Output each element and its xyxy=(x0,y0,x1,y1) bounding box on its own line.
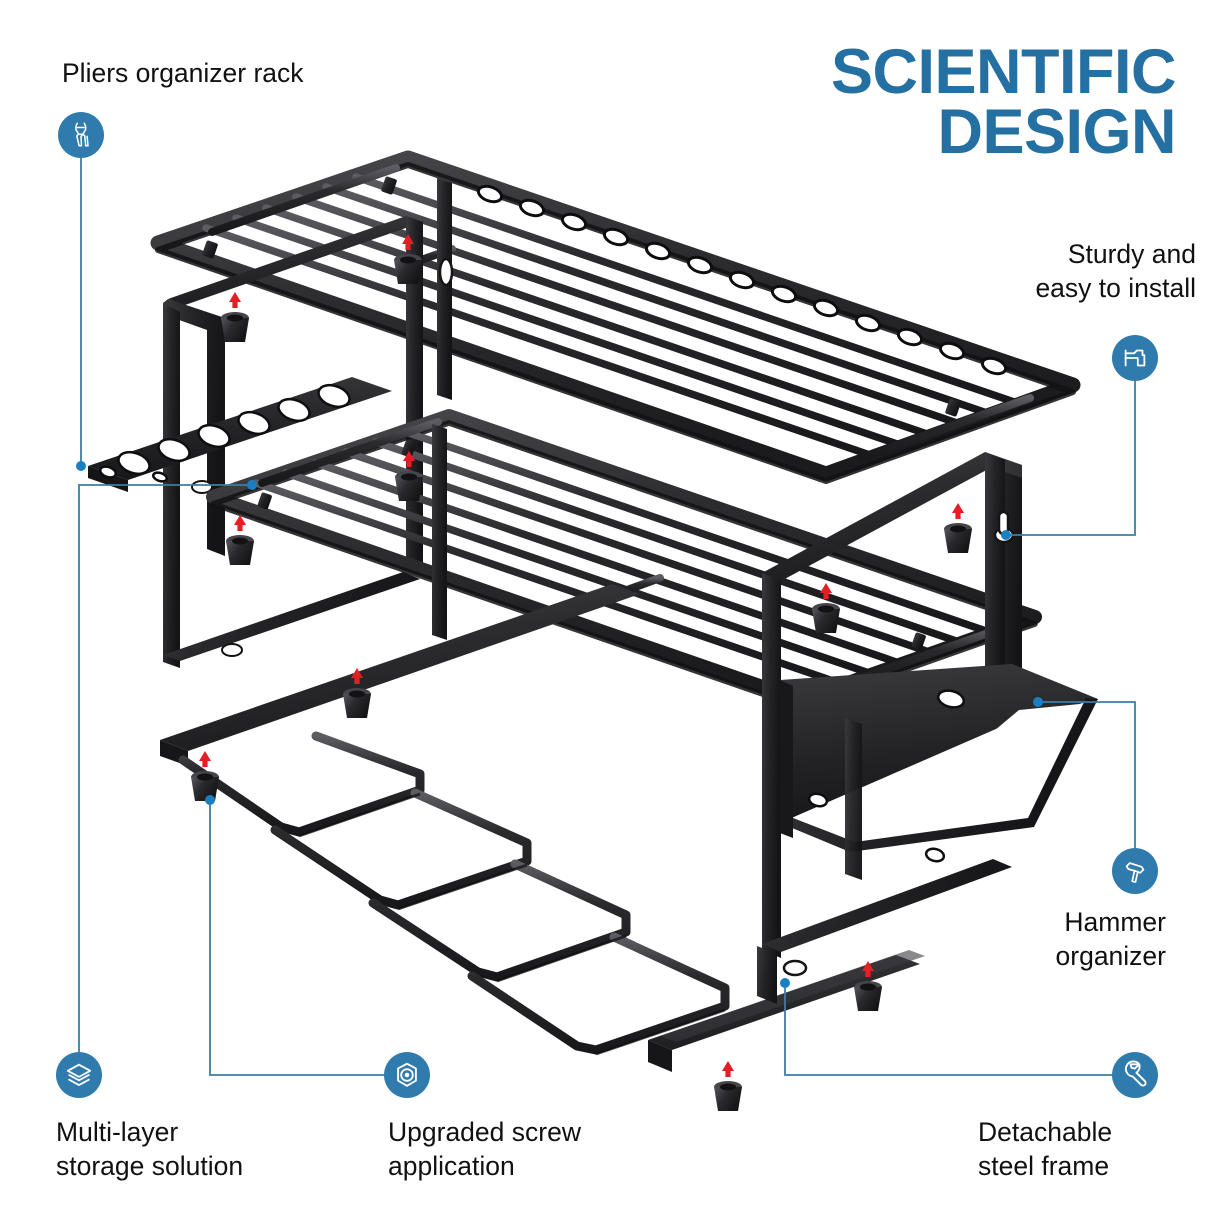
thumb-screw xyxy=(812,583,840,633)
callout-label-pliers: Pliers organizer rack xyxy=(62,58,304,88)
drill-loops xyxy=(178,731,730,1055)
top-shelf xyxy=(150,150,1081,484)
hammer-plate-support xyxy=(845,718,862,880)
red-arrow-icon xyxy=(862,961,874,977)
red-arrow-icon xyxy=(820,583,832,599)
screw-nut-icon xyxy=(384,1052,430,1098)
callout-label-hammer: Hammer organizer xyxy=(1055,907,1166,971)
thumb-screw xyxy=(394,234,422,284)
thumb-screw xyxy=(191,751,219,801)
hammer-organizer-plate xyxy=(780,664,1098,880)
frame-hole-left-2 xyxy=(221,643,243,657)
callout-label-sturdy: Sturdy and easy to install xyxy=(1035,239,1196,303)
right-bottom-rail xyxy=(762,859,1012,952)
pliers-icon xyxy=(58,112,104,158)
thumb-screw xyxy=(944,503,972,553)
red-arrow-icon xyxy=(351,668,363,684)
thumb-screw xyxy=(343,668,371,718)
left-upright-b xyxy=(163,303,180,668)
keyhole-slot xyxy=(438,257,454,287)
top-shelf-feet xyxy=(202,176,961,417)
middle-shelf-web-plate xyxy=(432,424,447,640)
callout-label-detachable: Detachable steel frame xyxy=(978,1117,1113,1181)
red-arrow-icon xyxy=(403,451,415,467)
bottom-front-rail xyxy=(160,584,640,751)
red-arrow-icon xyxy=(199,751,211,767)
page-title-line-1: SCIENTIFIC xyxy=(830,37,1177,107)
right-rear-upright-face xyxy=(985,452,1005,700)
thumb-screw xyxy=(226,515,254,565)
page-title-line-2: DESIGN xyxy=(937,97,1176,168)
top-shelf-web-plate xyxy=(437,178,452,400)
wrench-icon xyxy=(1112,1052,1158,1098)
middle-shelf xyxy=(206,409,1042,710)
middle-shelf-frame-edge xyxy=(210,420,1038,710)
drill-icon xyxy=(1112,335,1158,381)
top-shelf-bars xyxy=(202,173,1024,459)
hammer-plate-left-edge xyxy=(780,680,793,838)
bottom-rear-rail-post xyxy=(757,946,777,1004)
red-arrow-icon xyxy=(229,292,241,308)
screwdriver-hole-strip xyxy=(476,184,1008,376)
page-title: SCIENTIFIC DESIGN xyxy=(706,37,1177,168)
pliers-organizer-plate xyxy=(88,377,392,492)
hammer-plate-holes xyxy=(807,689,966,863)
thumb-screw xyxy=(714,1061,742,1111)
bottom-rail-hole xyxy=(782,959,808,977)
left-upper-rail xyxy=(168,216,423,305)
thumb-screw xyxy=(395,451,423,501)
right-front-upright xyxy=(762,573,781,958)
layers-icon xyxy=(56,1052,102,1098)
thumb-screw xyxy=(221,292,249,342)
callout-label-screw: Upgraded screw application xyxy=(388,1117,581,1181)
frame-hole-left xyxy=(191,480,213,494)
bottom-rear-rail-cap xyxy=(648,1040,672,1072)
middle-shelf-feet xyxy=(257,440,926,650)
left-lower-rail xyxy=(163,572,420,661)
red-arrow-icon xyxy=(402,234,414,250)
right-top-rail xyxy=(762,452,1005,581)
red-arrow-icon xyxy=(722,1061,734,1077)
red-arrow-icon xyxy=(952,503,964,519)
callout-label-multilayer: Multi-layer storage solution xyxy=(56,1117,244,1181)
hammer-icon xyxy=(1112,848,1158,894)
pliers-plate-holes xyxy=(99,383,351,483)
